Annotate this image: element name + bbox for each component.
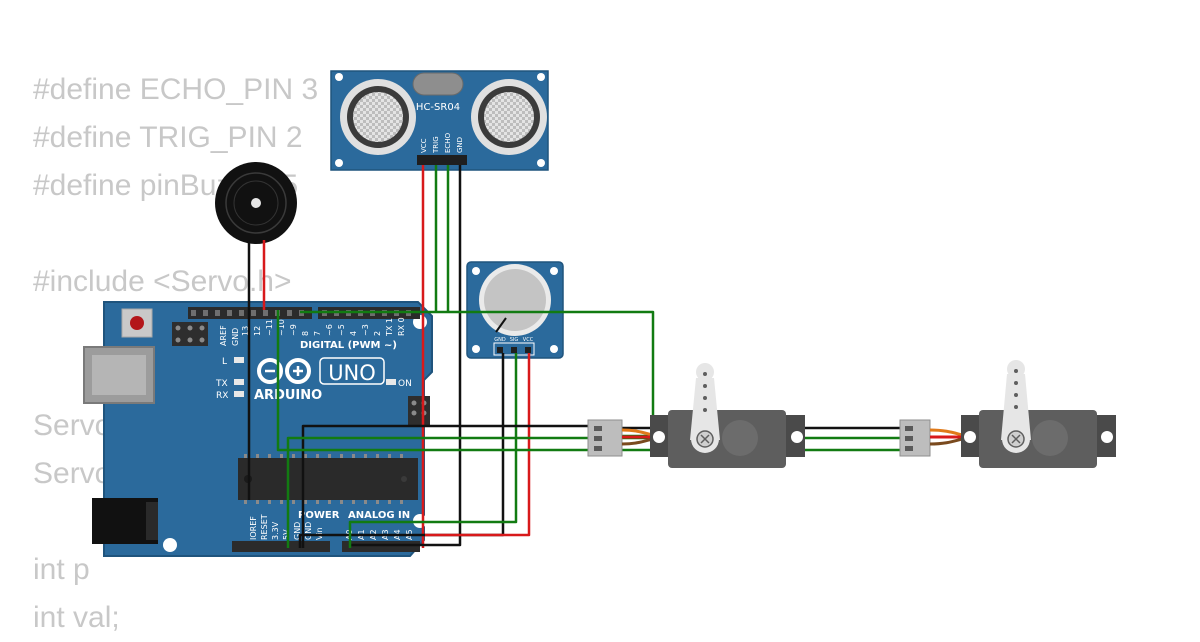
pin-label: ~5 bbox=[337, 324, 346, 336]
pin-label: ~3 bbox=[361, 324, 370, 336]
pot-pin-sig: SIG bbox=[510, 337, 519, 343]
code-line: #define TRIG_PIN 2 bbox=[33, 121, 303, 154]
arduino-infinity-logo bbox=[257, 358, 311, 384]
servo-connector bbox=[899, 419, 931, 457]
pin-label: ~6 bbox=[325, 324, 334, 336]
pin-label: 12 bbox=[253, 326, 262, 336]
pin-label: 5V bbox=[282, 529, 291, 540]
power-header bbox=[232, 541, 330, 552]
sensor-model: HC-SR04 bbox=[416, 102, 460, 113]
sensor-pin-header bbox=[417, 155, 467, 165]
sensor-pin-vcc: VCC bbox=[420, 138, 428, 153]
transducer-left bbox=[340, 79, 416, 155]
power-label: POWER bbox=[298, 510, 340, 521]
pin-label: GND bbox=[304, 522, 313, 540]
analog-label: ANALOG IN bbox=[348, 510, 410, 521]
wire-green bbox=[276, 310, 590, 452]
crystal-oscillator bbox=[412, 72, 464, 96]
code-line: int p bbox=[33, 553, 90, 586]
pin-label: TX 1 bbox=[385, 318, 394, 337]
piezo-buzzer[interactable] bbox=[215, 162, 297, 244]
wire-red bbox=[425, 353, 531, 537]
pin-label: GND bbox=[293, 522, 302, 540]
wire-green bbox=[286, 436, 590, 548]
pin-label: Vin bbox=[315, 527, 324, 540]
dc-power-jack bbox=[92, 498, 158, 544]
pin-label: 2 bbox=[373, 331, 382, 336]
servo-motor-1[interactable] bbox=[587, 363, 805, 468]
code-line: int val; bbox=[33, 601, 120, 634]
digital-label: DIGITAL (PWM ~) bbox=[300, 340, 397, 351]
code-line: #define ECHO_PIN 3 bbox=[33, 73, 319, 106]
code-line: Servo bbox=[33, 409, 112, 442]
pin-label: 13 bbox=[241, 326, 250, 336]
servo-motor-2[interactable] bbox=[899, 360, 1116, 468]
pin-label: ~10 bbox=[277, 319, 286, 336]
wire-black bbox=[301, 424, 590, 548]
led-label-tx: TX bbox=[215, 379, 228, 389]
reset-button[interactable] bbox=[121, 308, 153, 338]
sensor-pin-trig: TRIG bbox=[432, 136, 440, 154]
wire-black bbox=[298, 353, 505, 548]
led-label-rx: RX bbox=[216, 391, 228, 401]
led-label-on: ON bbox=[398, 379, 412, 389]
wire-black bbox=[350, 165, 462, 547]
uno-badge bbox=[319, 357, 385, 385]
code-line: Servo bbox=[33, 457, 112, 490]
pin-label: 3.3V bbox=[271, 521, 280, 540]
pin-label: 7 bbox=[313, 331, 322, 336]
sensor-pin-gnd: GND bbox=[456, 137, 464, 153]
pin-label: ~9 bbox=[289, 324, 298, 336]
board-model: UNO bbox=[328, 361, 376, 385]
potentiometer-knob[interactable] bbox=[484, 269, 546, 331]
icsp-header bbox=[172, 322, 208, 346]
code-line: #include <Servo.h> bbox=[33, 265, 292, 298]
analog-header bbox=[342, 541, 420, 552]
pin-label: 8 bbox=[301, 331, 310, 336]
transducer-right bbox=[471, 79, 547, 155]
icsp-header-right bbox=[408, 396, 430, 426]
pin-label: IOREF bbox=[249, 516, 258, 540]
arduino-uno-board[interactable]: L TX RX ON UNO ARDUINO DIGITAL (PWM ~) P… bbox=[83, 301, 433, 557]
atmega-chip bbox=[238, 454, 418, 504]
knob-indicator bbox=[495, 317, 507, 333]
servo-connector bbox=[587, 419, 623, 457]
board-brand: ARDUINO bbox=[254, 388, 322, 403]
pin-label: RESET bbox=[260, 514, 269, 540]
status-leds bbox=[234, 357, 396, 397]
sensor-pin-echo: ECHO bbox=[444, 132, 452, 153]
logo-minus-plus bbox=[265, 366, 303, 376]
pot-pin-gnd: GND bbox=[494, 337, 506, 343]
usb-connector bbox=[83, 346, 155, 404]
wires bbox=[247, 165, 900, 548]
potentiometer-module[interactable]: GND SIG VCC bbox=[466, 261, 564, 359]
pin-label: RX 0 bbox=[397, 317, 406, 336]
ultrasonic-sensor[interactable]: HC-SR04 VCC TRIG ECHO GND bbox=[330, 70, 549, 171]
mounting-hole bbox=[163, 538, 177, 552]
aref-label: AREF bbox=[219, 325, 228, 346]
pin-label: 4 bbox=[349, 331, 358, 336]
pot-pin-vcc: VCC bbox=[523, 337, 534, 343]
led-label-l: L bbox=[222, 357, 227, 367]
pin-label: ~11 bbox=[265, 319, 274, 336]
gnd-label: GND bbox=[231, 328, 240, 346]
